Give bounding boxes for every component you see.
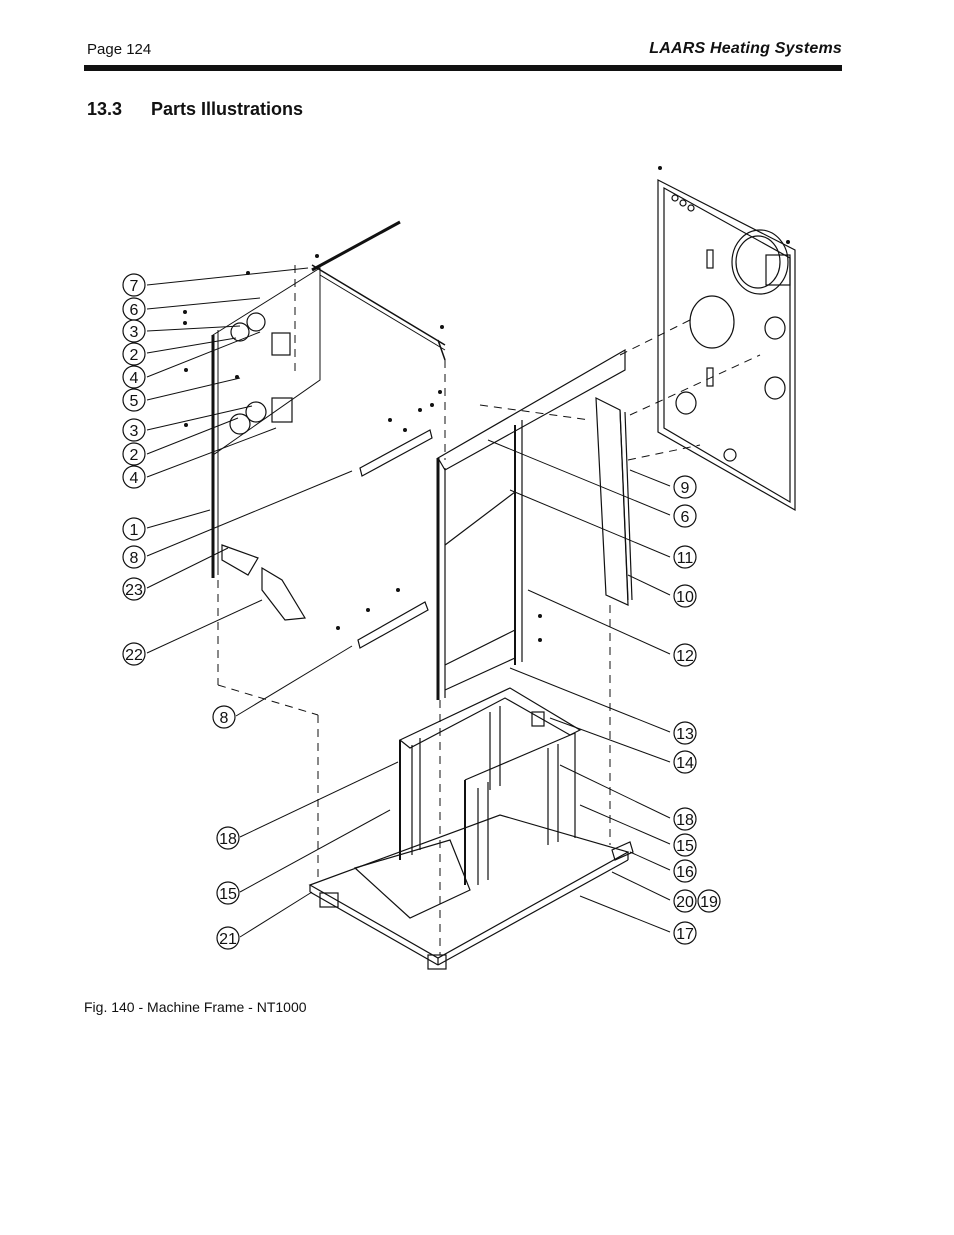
callout-1: 1 <box>130 522 139 539</box>
rear-channel <box>595 397 633 606</box>
brand-name: LAARS Heating Systems <box>649 40 842 57</box>
callout-4b: 4 <box>130 470 139 487</box>
callout-8b: 8 <box>220 710 229 727</box>
section-title: Parts Illustrations <box>151 99 304 119</box>
machine-frame-exploded-drawing: 7 6 3 2 4 5 3 2 4 1 8 23 22 8 18 15 21 9… <box>122 166 796 970</box>
callout-15: 15 <box>219 886 237 903</box>
callout-17: 17 <box>676 926 694 943</box>
callout-6: 6 <box>130 302 139 319</box>
callout-16: 16 <box>676 864 694 881</box>
callout-23: 23 <box>125 582 143 599</box>
callout-14: 14 <box>676 755 694 772</box>
callout-21: 21 <box>219 931 237 948</box>
page-number: Page 124 <box>87 41 152 58</box>
callout-18: 18 <box>219 831 237 848</box>
callout-9: 9 <box>681 480 690 497</box>
section-number: 13.3 <box>87 99 123 119</box>
callout-22: 22 <box>125 647 143 664</box>
base-stand <box>308 687 634 970</box>
back-panel <box>657 179 796 512</box>
callout-4: 4 <box>130 370 139 387</box>
callout-13: 13 <box>676 726 694 743</box>
callout-3b: 3 <box>130 423 139 440</box>
callout-20: 20 <box>676 894 694 911</box>
header-rule <box>84 65 842 71</box>
center-panel <box>357 348 626 700</box>
callout-2: 2 <box>130 347 139 364</box>
figure-caption: Fig. 140 - Machine Frame - NT1000 <box>84 999 307 1015</box>
callout-10: 10 <box>676 589 694 606</box>
callout-12: 12 <box>676 648 694 665</box>
callout-11: 11 <box>677 550 694 567</box>
callout-2b: 2 <box>130 447 139 464</box>
callout-6b: 6 <box>681 509 690 526</box>
callout-15b: 15 <box>676 838 694 855</box>
section-heading: 13.3 Parts Illustrations <box>87 99 303 120</box>
callout-5: 5 <box>130 393 139 410</box>
callout-3: 3 <box>130 324 139 341</box>
callout-18b: 18 <box>676 812 694 829</box>
callout-8: 8 <box>130 550 139 567</box>
callout-7: 7 <box>130 278 139 295</box>
left-panel <box>211 220 446 621</box>
callout-19: 19 <box>700 894 718 911</box>
